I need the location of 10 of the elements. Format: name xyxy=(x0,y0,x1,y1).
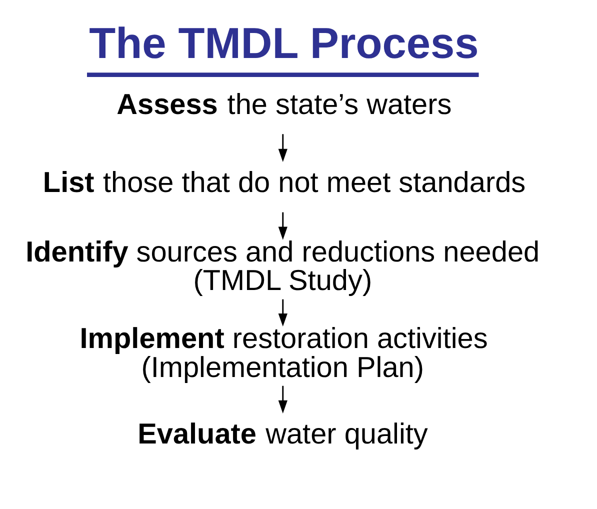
diagram-title: The TMDL Process xyxy=(89,20,479,68)
arrow xyxy=(278,212,288,240)
node-text: Evaluate water quality xyxy=(138,418,428,450)
arrow xyxy=(278,386,288,414)
node-text: Assess the state’s waters xyxy=(116,88,452,121)
arrow xyxy=(278,134,288,162)
node-text: List those that do not meet standards xyxy=(42,166,526,199)
node-text: Identify sources and reductions needed (TMDL Study) xyxy=(26,236,540,298)
node-text: Implement restoration activities (Implementation Plan) xyxy=(80,323,488,384)
arrow xyxy=(278,299,288,327)
